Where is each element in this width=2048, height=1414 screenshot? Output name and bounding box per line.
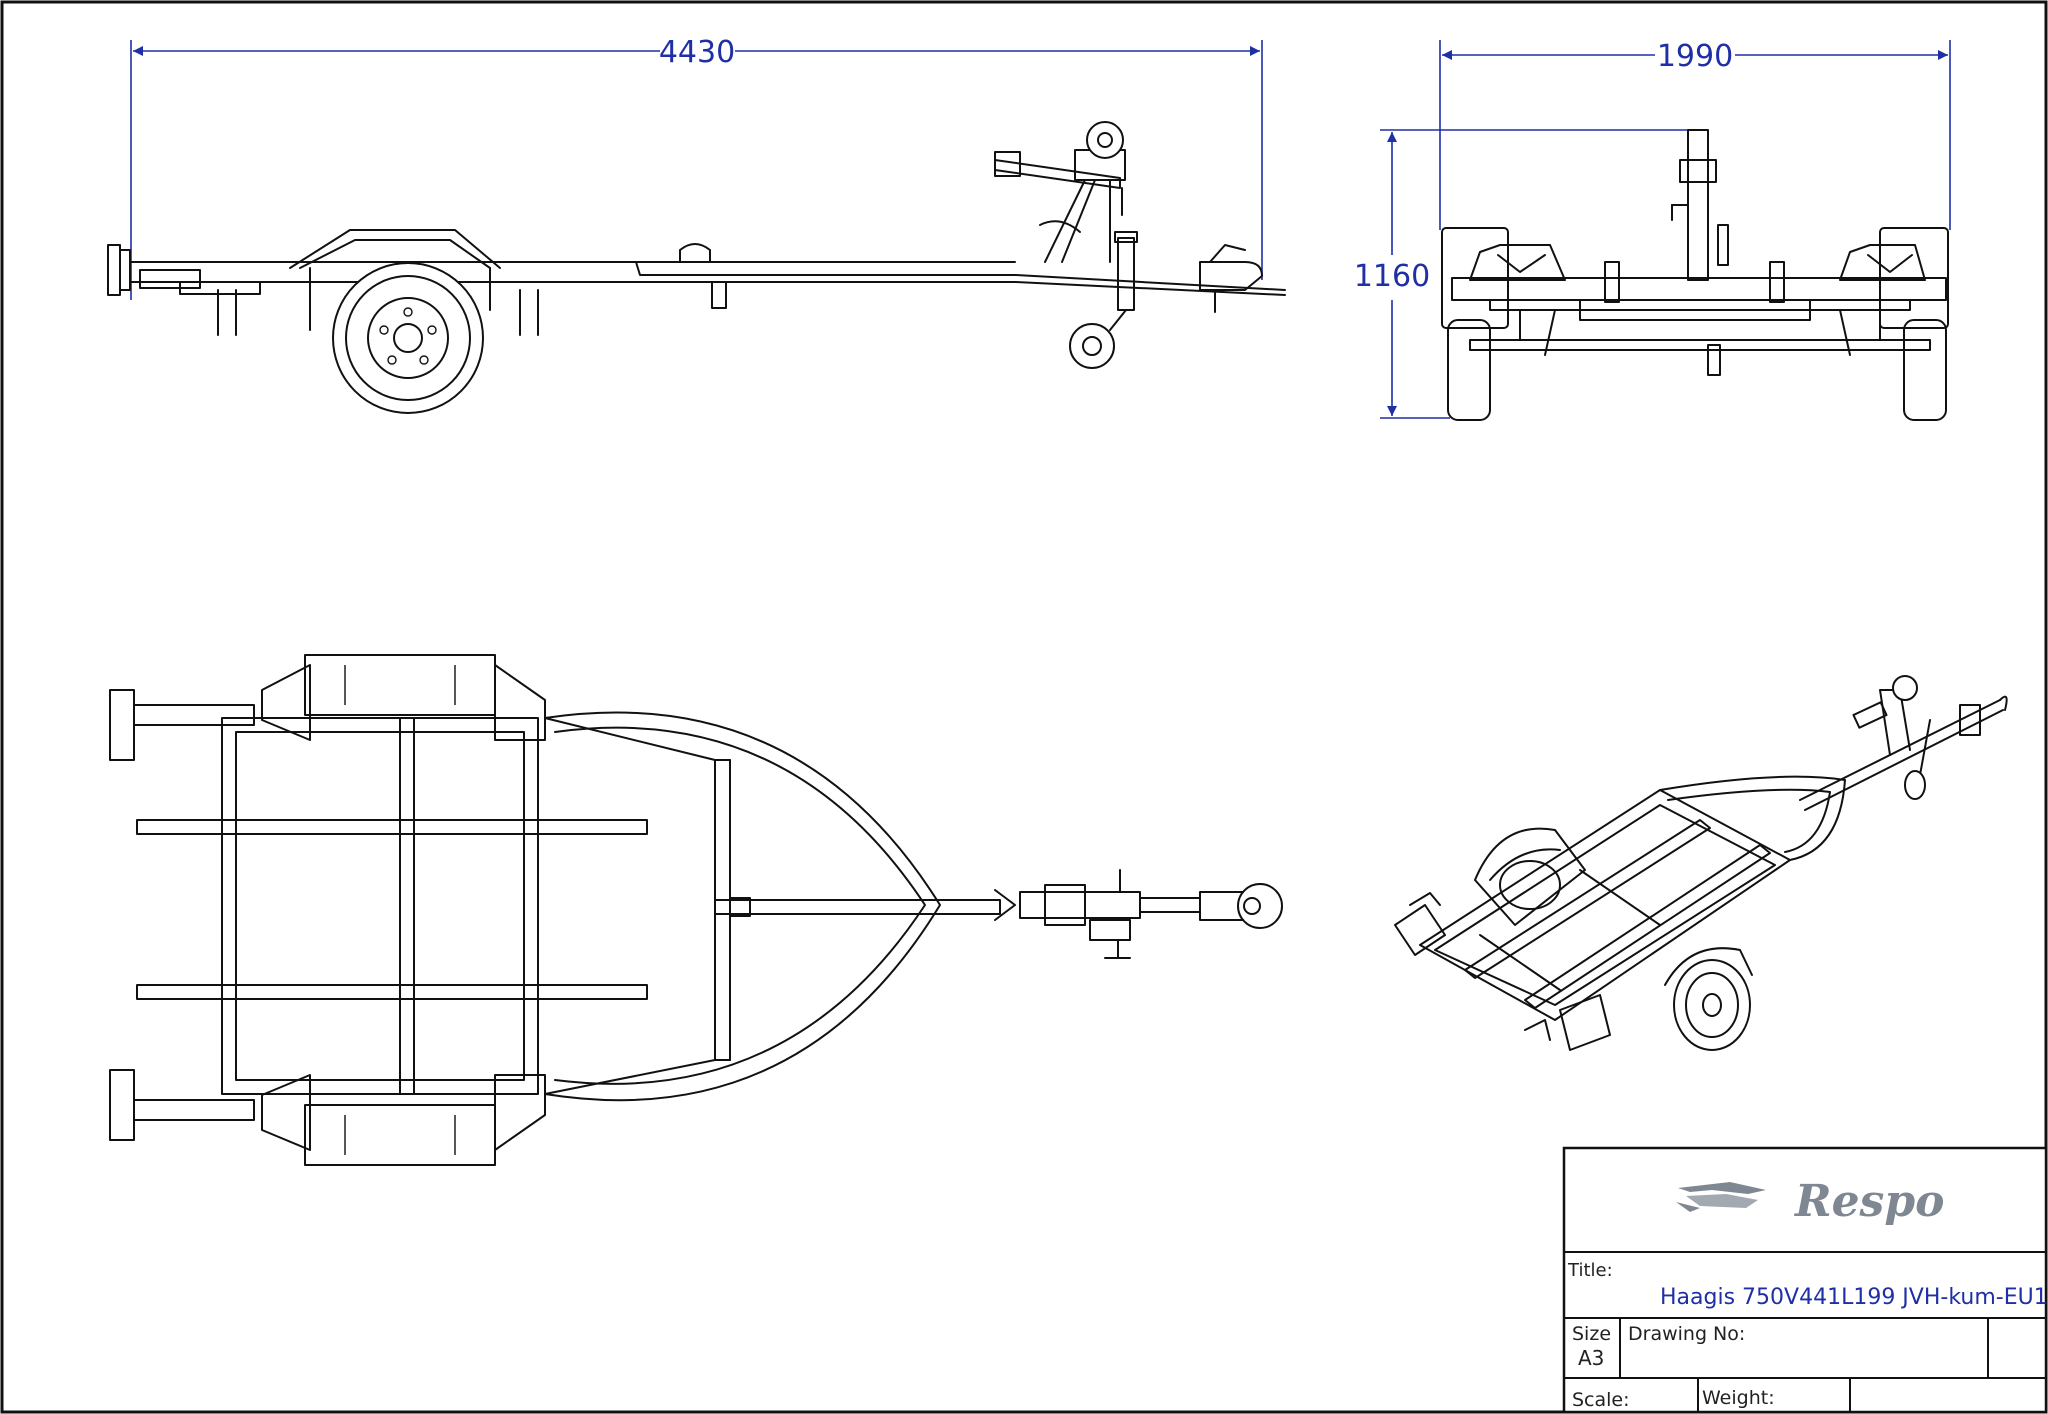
dimension-width: 1990 xyxy=(1439,39,1951,230)
dimension-length-label: 4430 xyxy=(659,35,735,70)
respo-logo-icon xyxy=(1676,1182,1766,1212)
side-view: 4430 xyxy=(107,35,1286,414)
front-view: 1990 1160 xyxy=(1354,39,1951,421)
weight-label: Weight: xyxy=(1702,1387,1775,1409)
brand-name: Respo xyxy=(1793,1176,1944,1227)
title-label: Title: xyxy=(1567,1260,1613,1281)
size-label: Size xyxy=(1572,1323,1611,1345)
dimension-height-label: 1160 xyxy=(1354,259,1430,294)
isometric-view xyxy=(1394,675,2008,1051)
top-view xyxy=(109,654,1283,1166)
dimension-height: 1160 xyxy=(1354,129,1690,419)
scale-label: Scale: xyxy=(1572,1389,1630,1411)
drawing-no-label: Drawing No: xyxy=(1628,1323,1745,1345)
size-value: A3 xyxy=(1578,1346,1604,1370)
dimension-width-label: 1990 xyxy=(1657,39,1733,74)
title-value: Haagis 750V441L199 JVH-kum-EU1-TI xyxy=(1660,1285,2048,1310)
title-block: Respo Title: Haagis 750V441L199 JVH-kum-… xyxy=(1562,1146,2048,1414)
